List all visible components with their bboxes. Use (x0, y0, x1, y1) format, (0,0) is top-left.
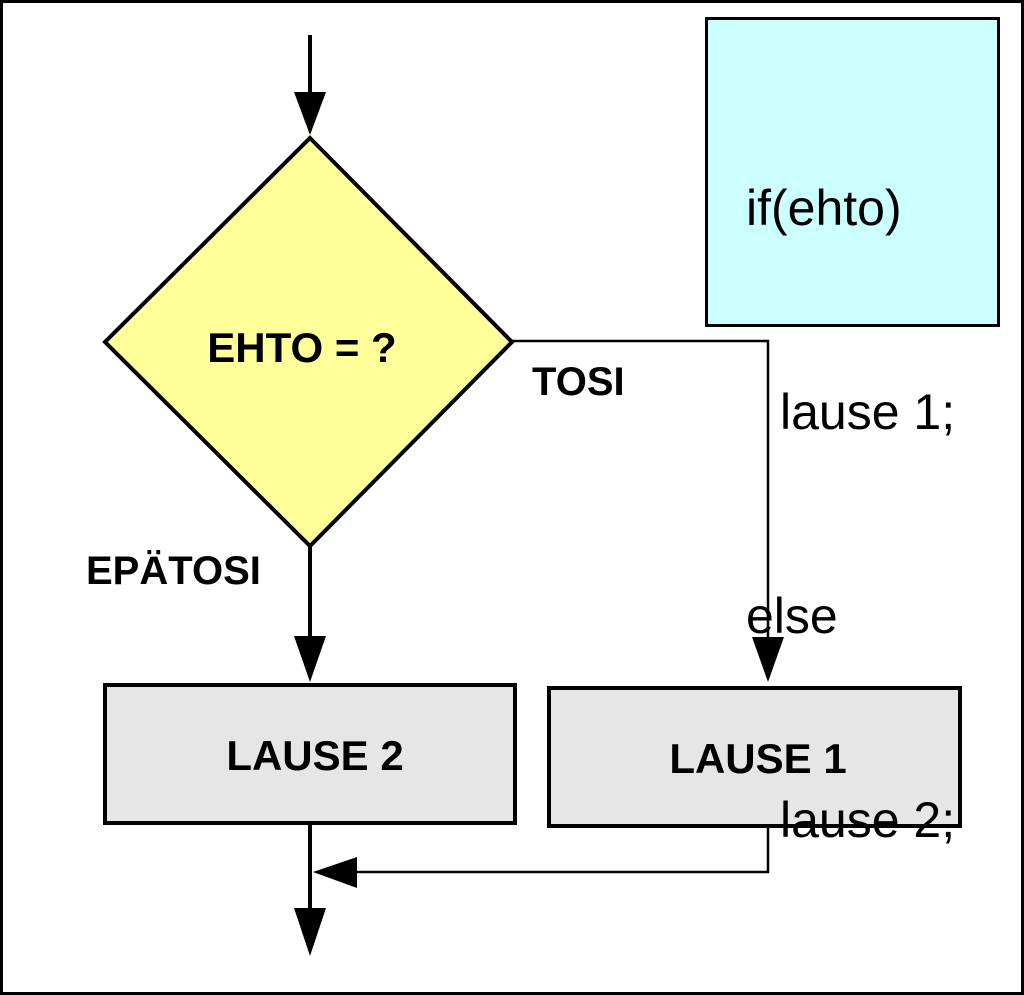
code-line-lause-1: lause 1; (780, 384, 956, 440)
process-box-lause-1 (547, 686, 962, 828)
true-branch-arrowhead (752, 637, 784, 682)
merge-line (352, 826, 770, 874)
process-label-lause-2: LAUSE 2 (226, 732, 403, 779)
decision-label: EHTO = ? (207, 324, 396, 371)
code-line-else: else (746, 588, 838, 644)
entry-arrowhead (294, 92, 326, 135)
exit-arrowhead (294, 908, 326, 956)
merge-arrowhead (313, 857, 357, 888)
true-branch-line (512, 339, 770, 640)
true-branch-label: TOSI (532, 360, 625, 404)
code-line-lause-2: lause 2; (780, 792, 956, 848)
code-snippet-box: if(ehto) lause 1; else lause 2; (705, 17, 1000, 848)
process-label-lause-1: LAUSE 1 (669, 735, 846, 782)
code-line-if: if(ehto) (746, 180, 902, 236)
false-branch-arrowhead (294, 636, 326, 682)
false-branch-label: EPÄTOSI (86, 549, 261, 593)
process-box-lause-2 (103, 683, 517, 825)
